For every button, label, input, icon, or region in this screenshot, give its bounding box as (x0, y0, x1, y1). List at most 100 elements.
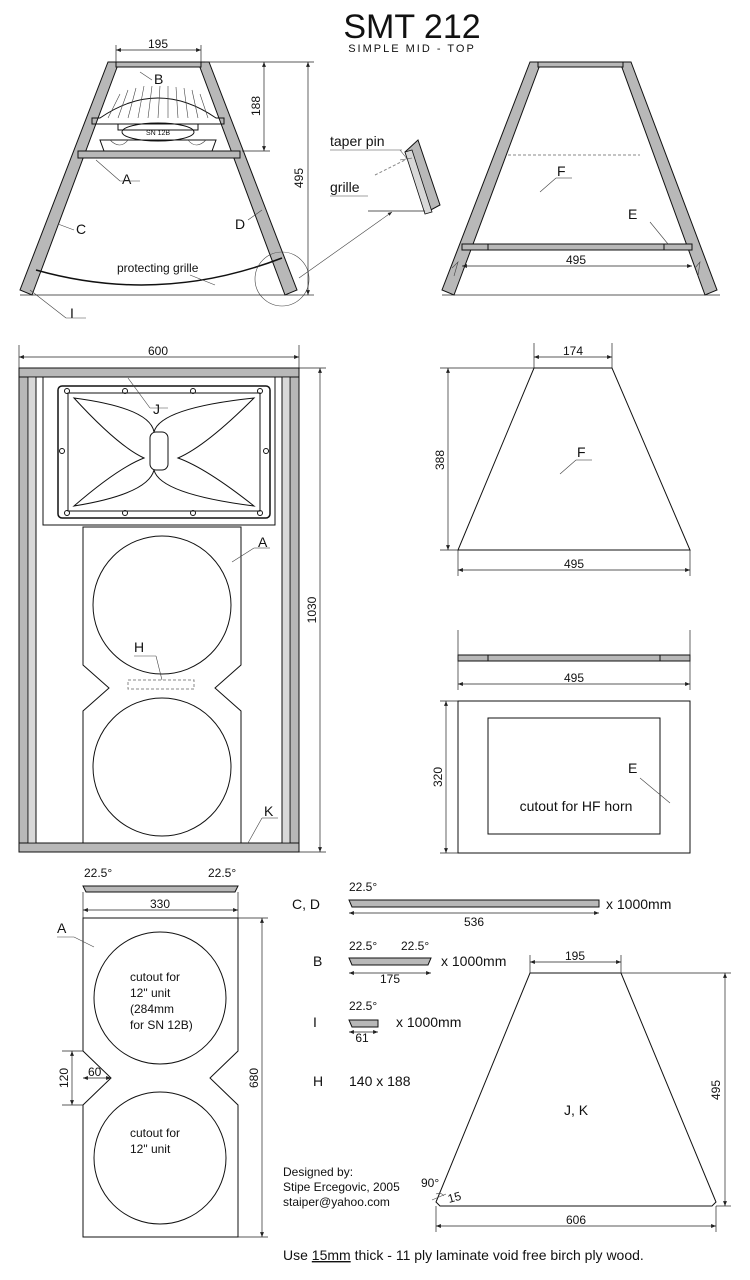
front-dim-inner-height: 188 (249, 96, 263, 116)
panel-a-upper-cutout (93, 931, 227, 1065)
panel-jk-dim-height: 495 (709, 1080, 723, 1100)
front-dim-top: 195 (148, 37, 168, 51)
upper-woofer-cutout (92, 535, 232, 675)
elevation-dim-width: 600 (148, 344, 168, 358)
cutout-top-line2: 12" unit (130, 986, 171, 1000)
credits-line1: Designed by: (283, 1165, 353, 1179)
panel-e-dim-width: 495 (564, 671, 584, 685)
panel-jk-drawing: 195 495 606 J, K 90° 15 (421, 949, 731, 1232)
hf-horn-cutout (487, 717, 661, 835)
panel-a-drawing: 22.5° 22.5° 330 A cutout for 12" unit (2… (57, 866, 268, 1238)
cutout-bottom-line1: cutout for (130, 1126, 180, 1140)
protecting-grille-label: protecting grille (117, 261, 199, 275)
woofer-driver: SN 12B (91, 85, 225, 152)
panel-a-lower-cutout (93, 1091, 227, 1225)
panel-jk-edge: 15 (446, 1189, 463, 1206)
panel-e-drawing: 495 320 E cutout for HF horn (431, 630, 691, 854)
panel-jk-dim-top: 195 (565, 949, 585, 963)
label-k: K (264, 803, 274, 819)
panel-f-drawing: 174 388 495 F (433, 343, 691, 576)
panel-f-dim-top: 174 (563, 344, 583, 358)
part-i-length: 61 (355, 1031, 369, 1045)
panel-f-dim-bottom: 495 (564, 557, 584, 571)
panel-jk-outline (435, 972, 717, 1207)
back-section-view: 495 F E (441, 61, 720, 296)
panel-d-section (197, 61, 298, 296)
part-cd-length: 536 (464, 915, 484, 929)
title-block: SMT 212 SIMPLE MID - TOP (343, 8, 480, 55)
part-cd-angle: 22.5° (349, 880, 377, 894)
panel-e-dim-height: 320 (431, 767, 445, 787)
part-b-length: 175 (380, 972, 400, 986)
baffle-outline (82, 526, 242, 844)
part-cd-label: C, D (292, 896, 320, 912)
horn-flare (72, 397, 256, 507)
credits-line3: staiper@yahoo.com (283, 1195, 390, 1209)
parts-list: C, D 22.5° 536 x 1000mm B 22.5° 22.5° 17… (292, 880, 671, 1089)
panel-a-dim-notch-height: 120 (57, 1068, 71, 1088)
panel-a-dim-notch-depth: 60 (88, 1065, 102, 1079)
credits-line2: Stipe Ercegovic, 2005 (283, 1180, 400, 1194)
panel-jk-label: J, K (564, 1102, 589, 1118)
label-b: B (154, 71, 163, 87)
label-d: D (235, 216, 245, 232)
label-a-elevation: A (258, 534, 268, 550)
cutout-bottom-line2: 12" unit (130, 1142, 171, 1156)
part-i-qty: x 1000mm (396, 1014, 461, 1030)
baffle-a-section (77, 150, 241, 159)
sheet-subtitle: SIMPLE MID - TOP (348, 43, 476, 55)
part-h-size: 140 x 188 (349, 1073, 411, 1089)
part-h-label: H (313, 1073, 323, 1089)
hf-horn-cutout-label: cutout for HF horn (520, 798, 633, 814)
panel-a-label: A (57, 920, 67, 936)
credits-block: Designed by: Stipe Ercegovic, 2005 staip… (283, 1165, 400, 1209)
back-dim-width: 495 (566, 253, 586, 267)
panel-e-outline (457, 700, 691, 854)
driver-model-label: SN 12B (146, 130, 170, 137)
grille-label: grille (330, 179, 360, 195)
panel-a-angle-left: 22.5° (84, 866, 112, 880)
lower-woofer-cutout (92, 697, 232, 837)
part-i-angle: 22.5° (349, 999, 377, 1013)
panel-f-label: F (577, 444, 586, 460)
label-f-back: F (557, 163, 566, 179)
taper-pin-label: taper pin (330, 133, 384, 149)
panel-f-dim-height: 388 (433, 450, 447, 470)
label-a-front: A (122, 171, 132, 187)
part-b-qty: x 1000mm (441, 953, 506, 969)
part-b-label: B (313, 953, 322, 969)
label-j: J (153, 401, 160, 417)
panel-jk-dim-bottom: 606 (566, 1213, 586, 1227)
panel-f-outline (457, 367, 691, 551)
panel-a-outline (82, 917, 239, 1238)
label-h: H (134, 639, 144, 655)
footer-post: thick - 11 ply laminate void free birch … (351, 1247, 644, 1263)
panel-jk-angle: 90° (421, 1176, 439, 1190)
front-elevation-view: 600 1030 J A H (18, 344, 326, 853)
front-dim-total-height: 495 (292, 168, 306, 188)
part-b-angle-right: 22.5° (401, 939, 429, 953)
footer-note: Use 15mm thick - 11 ply laminate void fr… (283, 1247, 644, 1263)
panel-b-section (115, 61, 202, 68)
panel-e-label: E (628, 760, 637, 776)
part-i-label: I (313, 1014, 317, 1030)
label-c: C (76, 221, 86, 237)
cutout-top-line4: for SN 12B) (130, 1018, 193, 1032)
footer-thickness: 15mm (312, 1247, 351, 1263)
front-section-view: SN 12B 195 188 495 B A C D I (19, 37, 393, 321)
part-cd-qty: x 1000mm (606, 896, 671, 912)
panel-a-dim-width: 330 (150, 897, 170, 911)
protecting-grille-curve (35, 257, 283, 286)
elevation-dim-height: 1030 (305, 596, 319, 623)
panel-c-section (19, 61, 120, 296)
label-i: I (70, 305, 74, 321)
footer-pre: Use (283, 1247, 312, 1263)
label-e-back: E (628, 206, 637, 222)
part-b-angle-left: 22.5° (349, 939, 377, 953)
grille-detail-view: taper pin grille (330, 133, 441, 215)
sheet-title: SMT 212 (343, 8, 480, 46)
cutout-top-line1: cutout for (130, 970, 180, 984)
panel-a-angle-right: 22.5° (208, 866, 236, 880)
panel-a-dim-height: 680 (247, 1068, 261, 1088)
